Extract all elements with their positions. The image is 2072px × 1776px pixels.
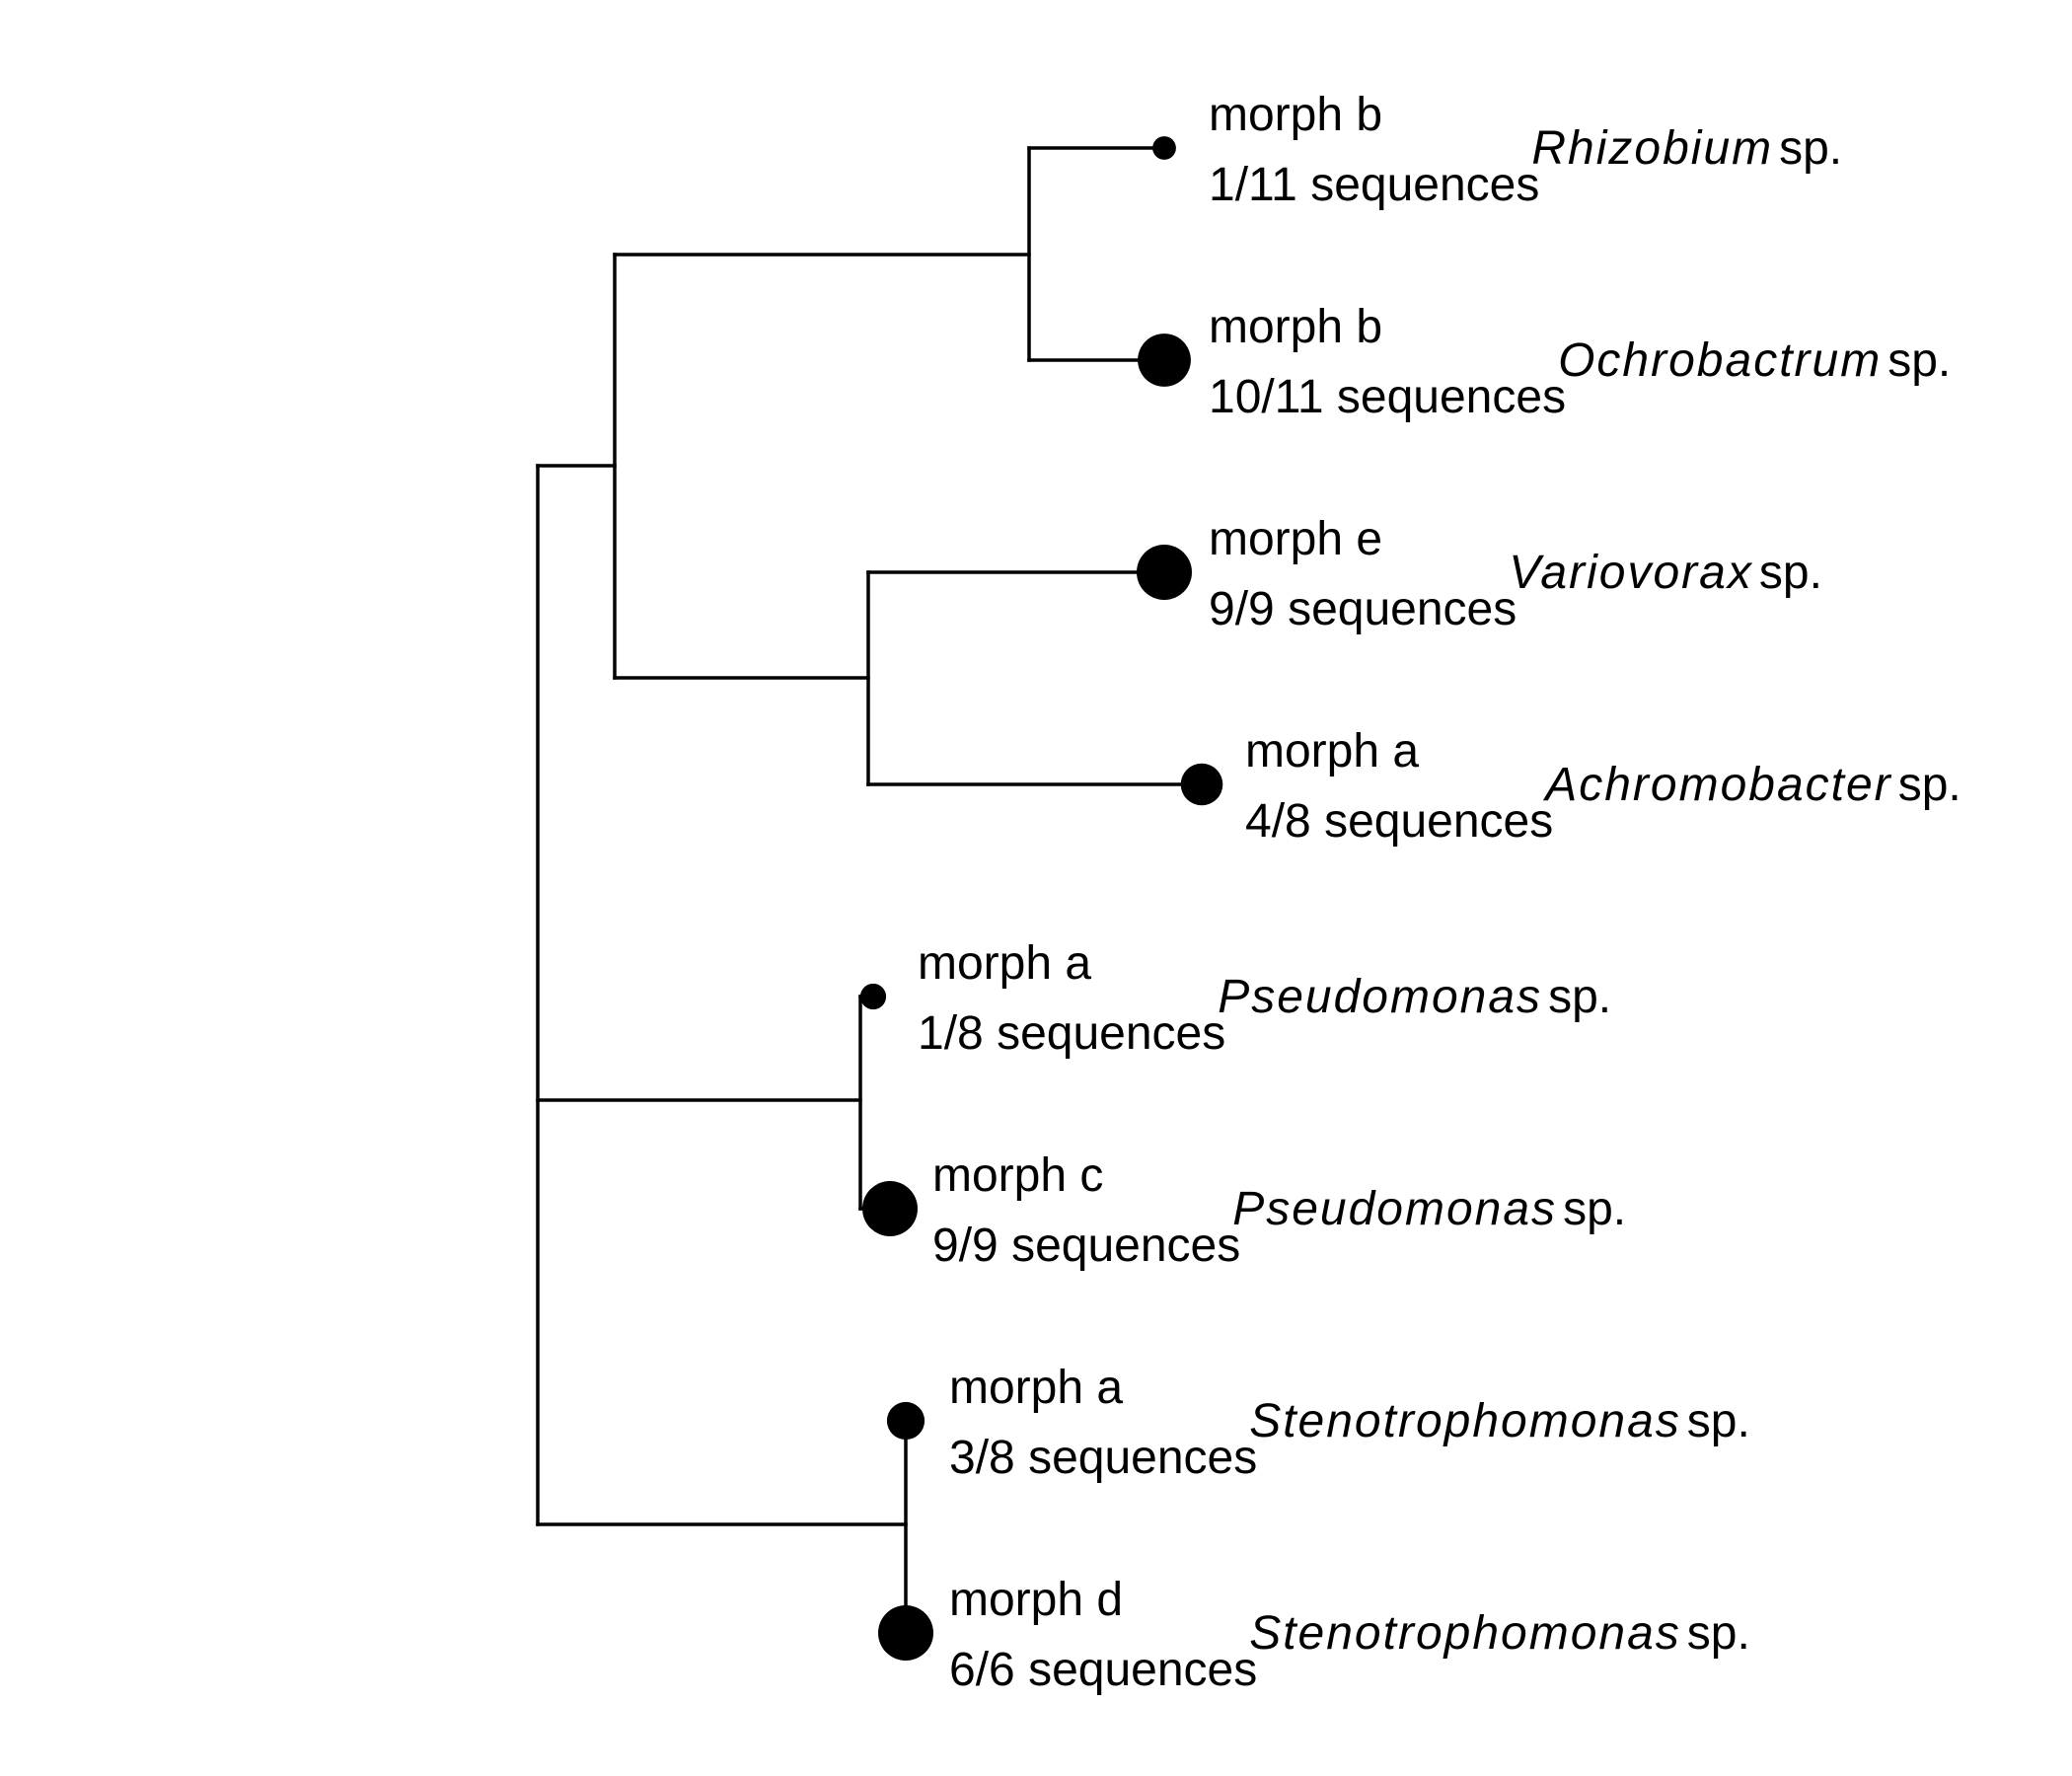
- leaf-morph-label: morph c: [932, 1149, 1103, 1202]
- leaf-genus-name: Stenotrophomonas: [1249, 1395, 1681, 1447]
- leaf-marker-pseudomonas-c: [862, 1181, 918, 1236]
- leaf-genus-name: Variovorax: [1509, 547, 1753, 599]
- leaf-morph-label: morph e: [1209, 513, 1382, 565]
- tree-branches: [536, 146, 1204, 1635]
- leaf-genus-name: Rhizobium: [1531, 122, 1773, 175]
- leaf-morph-label: morph b: [1209, 89, 1382, 141]
- leaf-sequence-count: 1/8 sequences: [918, 1007, 1225, 1060]
- leaf-genus-name: Pseudomonas: [1232, 1183, 1557, 1235]
- leaf-morph-label: morph a: [918, 937, 1091, 990]
- leaf-sequence-count: 6/6 sequences: [949, 1644, 1257, 1696]
- leaf-species-suffix: sp.: [1687, 1607, 1750, 1660]
- leaf-species-suffix: sp.: [1898, 759, 1961, 811]
- leaf-species-suffix: sp.: [1548, 971, 1611, 1023]
- leaf-marker-stenotrophomonas-a: [886, 1401, 925, 1441]
- leaf-sequence-count: 9/9 sequences: [932, 1220, 1240, 1272]
- leaf-species-suffix: sp.: [1887, 334, 1951, 387]
- leaf-species-suffix: sp.: [1759, 547, 1822, 599]
- leaf-sequence-count: 9/9 sequences: [1209, 583, 1517, 635]
- leaf-morph-label: morph a: [1245, 725, 1419, 777]
- leaf-marker-rhizobium: [1152, 136, 1176, 160]
- leaf-sequence-count: 3/8 sequences: [949, 1432, 1257, 1484]
- leaf-sequence-count: 1/11 sequences: [1209, 159, 1539, 211]
- leaf-marker-ochrobactrum: [1138, 333, 1191, 387]
- leaf-morph-label: morph d: [949, 1574, 1123, 1626]
- leaf-species-suffix: sp.: [1779, 122, 1842, 175]
- leaf-sequence-count: 4/8 sequences: [1245, 795, 1553, 848]
- leaf-species-suffix: sp.: [1687, 1395, 1750, 1447]
- leaf-morph-label: morph a: [949, 1362, 1123, 1414]
- leaf-genus-name: Pseudomonas: [1218, 971, 1542, 1023]
- leaf-marker-pseudomonas-a: [859, 983, 887, 1010]
- leaf-genus-name: Achromobacter: [1542, 759, 1891, 811]
- leaf-genus-name: Ochrobactrum: [1558, 334, 1882, 387]
- leaf-marker-achromobacter: [1180, 763, 1223, 806]
- leaf-sequence-count: 10/11 sequences: [1209, 371, 1566, 423]
- leaf-markers: [859, 136, 1223, 1661]
- leaf-marker-stenotrophomonas-d: [878, 1605, 933, 1661]
- leaf-species-suffix: sp.: [1563, 1183, 1626, 1235]
- leaf-genus-name: Stenotrophomonas: [1249, 1607, 1681, 1660]
- leaf-marker-variovorax: [1137, 545, 1192, 600]
- leaf-morph-label: morph b: [1209, 301, 1382, 353]
